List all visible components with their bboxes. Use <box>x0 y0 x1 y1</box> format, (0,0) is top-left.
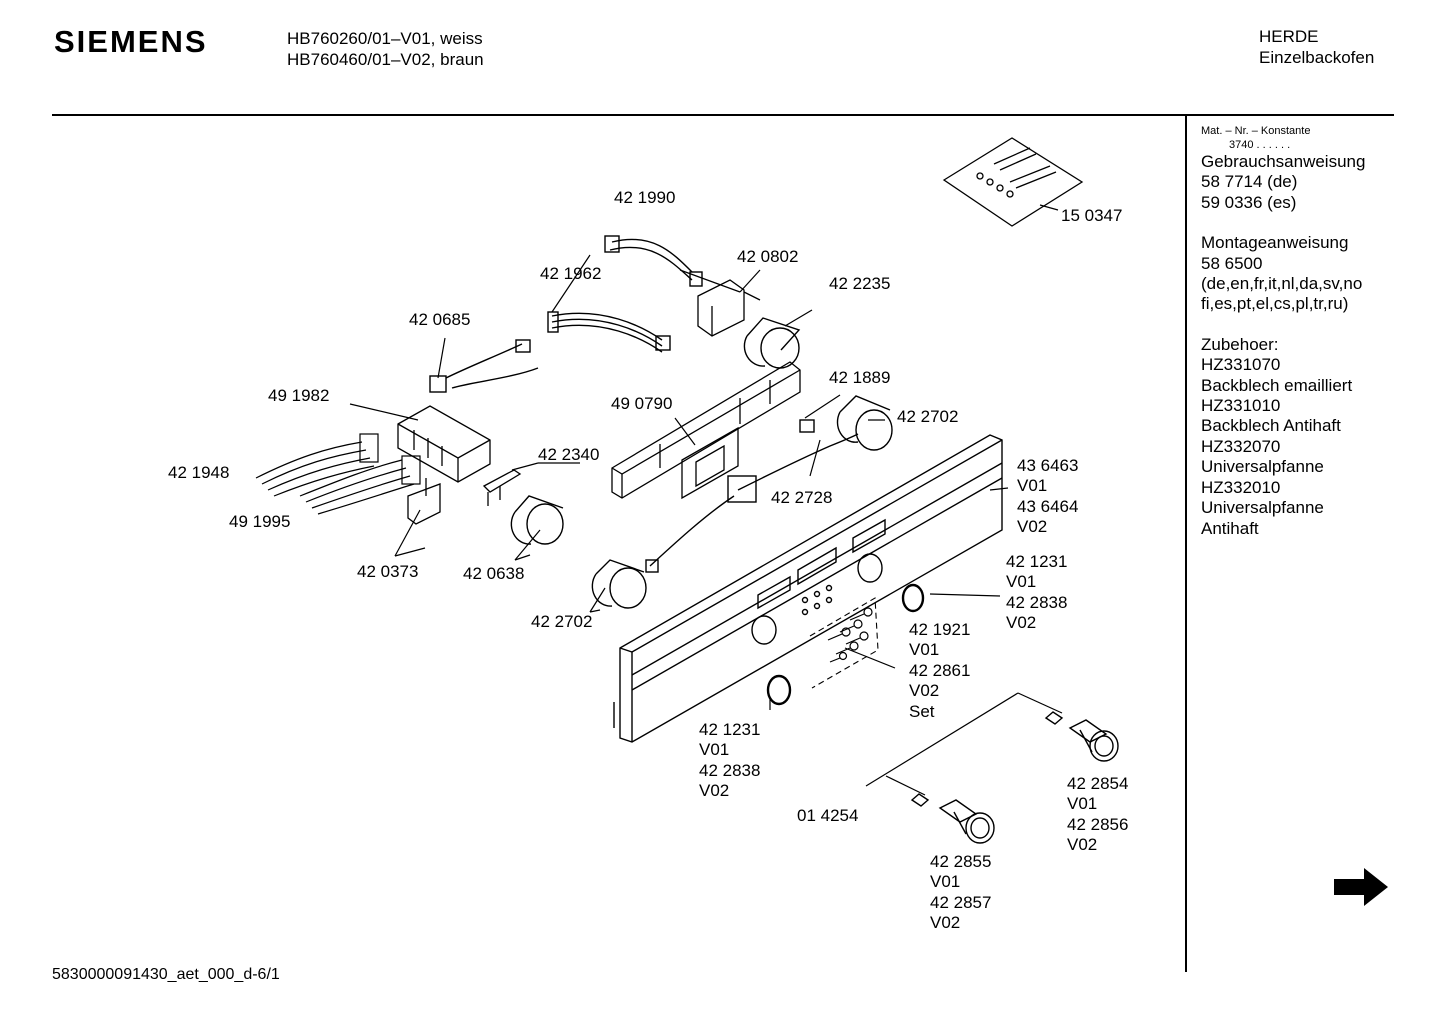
model-line: HB760260/01–V01, weiss <box>287 29 483 48</box>
leader-lines <box>349 204 1063 796</box>
front-panel <box>613 434 1003 743</box>
part-label: 49 1982 <box>268 386 330 405</box>
part-label: 15 0347 <box>1061 206 1123 225</box>
part-label-group: 43 6463 V01 43 6464 V02 <box>1017 456 1078 538</box>
lamp-units <box>510 317 893 609</box>
part-label: 42 0802 <box>737 247 799 266</box>
model-list: HB760260/01–V01, weiss HB760460/01–V02, … <box>287 28 484 70</box>
accessory-item: Backblech emailliert <box>1201 375 1353 395</box>
install-title: Montageanweisung <box>1201 233 1349 253</box>
part-line: V02 <box>699 781 730 801</box>
accessory-item: HZ332070 <box>1201 436 1281 456</box>
part-label: 42 2702 <box>897 407 959 426</box>
sidebar: Mat. – Nr. – Konstante 3740 . . . . . . … <box>1201 124 1391 539</box>
part-line: 42 2838 <box>1006 592 1068 612</box>
terminal-block <box>397 405 491 483</box>
accessory-item: HZ331070 <box>1201 355 1281 375</box>
part-line: V01 <box>930 872 961 892</box>
part-label: 42 1948 <box>168 463 230 482</box>
part-label: 42 2702 <box>531 612 593 631</box>
category-line: Einzelbackofen <box>1259 48 1375 67</box>
mat-nr-label: Mat. – Nr. – Konstante <box>1201 125 1311 137</box>
part-line: 43 6464 <box>1017 496 1079 516</box>
header-divider <box>52 114 1394 116</box>
screws <box>827 607 873 663</box>
manual-item: 58 7714 (de) <box>1201 172 1298 192</box>
part-line: 42 1921 <box>909 620 971 639</box>
part-line: V02 <box>1067 835 1098 855</box>
part-line: V02 <box>1017 517 1048 537</box>
part-line: 42 2838 <box>699 760 761 780</box>
part-line: V01 <box>699 740 730 760</box>
part-label: 42 2340 <box>538 445 600 464</box>
knobs <box>910 711 1119 844</box>
part-line: 42 1231 <box>699 720 761 739</box>
manual-title: Gebrauchsanweisung <box>1201 152 1366 171</box>
document-id: 5830000091430_aet_000_d-6/1 <box>52 966 280 983</box>
part-line: 43 6463 <box>1017 456 1079 475</box>
part-label-group: 42 2854 V01 42 2856 V02 <box>1067 774 1128 856</box>
brackets <box>407 469 522 525</box>
part-label: 42 0638 <box>463 564 525 583</box>
rings <box>766 583 925 706</box>
accessory-item: HZ332010 <box>1201 477 1281 497</box>
part-label-group: 42 1231 V01 42 2838 V02 <box>699 720 760 802</box>
part-line: 42 2854 <box>1067 774 1129 793</box>
harnesses <box>429 235 859 573</box>
install-item: (de,en,fr,it,nl,da,sv,no <box>1201 274 1363 294</box>
part-line: V02 <box>909 681 940 701</box>
rear-frame <box>611 361 801 500</box>
install-item: fi,es,pt,el,cs,pl,tr,ru) <box>1201 294 1349 314</box>
wire-leads <box>255 433 421 515</box>
arrow-right-icon[interactable] <box>1334 866 1390 908</box>
part-label-group: 42 1231 V01 42 2838 V02 <box>1006 552 1067 634</box>
part-line: V02 <box>1006 613 1037 633</box>
part-line: 42 2855 <box>930 852 992 871</box>
part-label: 42 2235 <box>829 274 891 293</box>
part-line: 42 2856 <box>1067 814 1129 834</box>
model-line: HB760460/01–V02, braun <box>287 50 484 69</box>
part-label: 42 2728 <box>771 488 833 507</box>
part-label: 42 1962 <box>540 264 602 283</box>
part-label: 01 4254 <box>797 806 859 825</box>
accessory-item: Antihaft <box>1201 518 1259 538</box>
part-label: 49 0790 <box>611 394 673 413</box>
part-line: V01 <box>1006 572 1037 592</box>
part-line: V01 <box>909 640 940 660</box>
part-line: Set <box>909 701 935 721</box>
part-label: 42 1990 <box>614 188 676 207</box>
part-line: V01 <box>1017 476 1048 496</box>
accessory-item: Backblech Antihaft <box>1201 416 1341 436</box>
screw-set <box>809 597 879 689</box>
mat-nr-value: 3740 . . . . . . <box>1229 139 1291 151</box>
accessory-item: Universalpfanne <box>1201 457 1324 477</box>
part-label-group: 42 1921 V01 42 2861 V02 Set <box>909 620 970 722</box>
accessory-item: HZ331010 <box>1201 396 1281 416</box>
part-label: 42 0685 <box>409 310 471 329</box>
part-line: 42 2861 <box>909 660 971 680</box>
screw-bag <box>942 137 1084 227</box>
part-line: V02 <box>930 913 961 933</box>
category-line: HERDE <box>1259 27 1319 46</box>
part-line: 42 1231 <box>1006 552 1068 571</box>
part-line: 42 2857 <box>930 892 992 912</box>
manual-item: 59 0336 (es) <box>1201 192 1297 212</box>
part-line: V01 <box>1067 794 1098 814</box>
part-label: 49 1995 <box>229 512 291 531</box>
sidebar-divider <box>1185 116 1187 972</box>
part-label-group: 42 2855 V01 42 2857 V02 <box>930 852 991 934</box>
switch-unit <box>697 279 761 337</box>
brand-logo: SIEMENS <box>54 24 208 59</box>
accessory-item: Universalpfanne <box>1201 498 1324 518</box>
category: HERDE Einzelbackofen <box>1259 26 1374 68</box>
part-label: 42 1889 <box>829 368 891 387</box>
accessory-title: Zubehoer: <box>1201 334 1279 354</box>
install-item: 58 6500 <box>1201 253 1263 273</box>
part-label: 42 0373 <box>357 562 419 581</box>
